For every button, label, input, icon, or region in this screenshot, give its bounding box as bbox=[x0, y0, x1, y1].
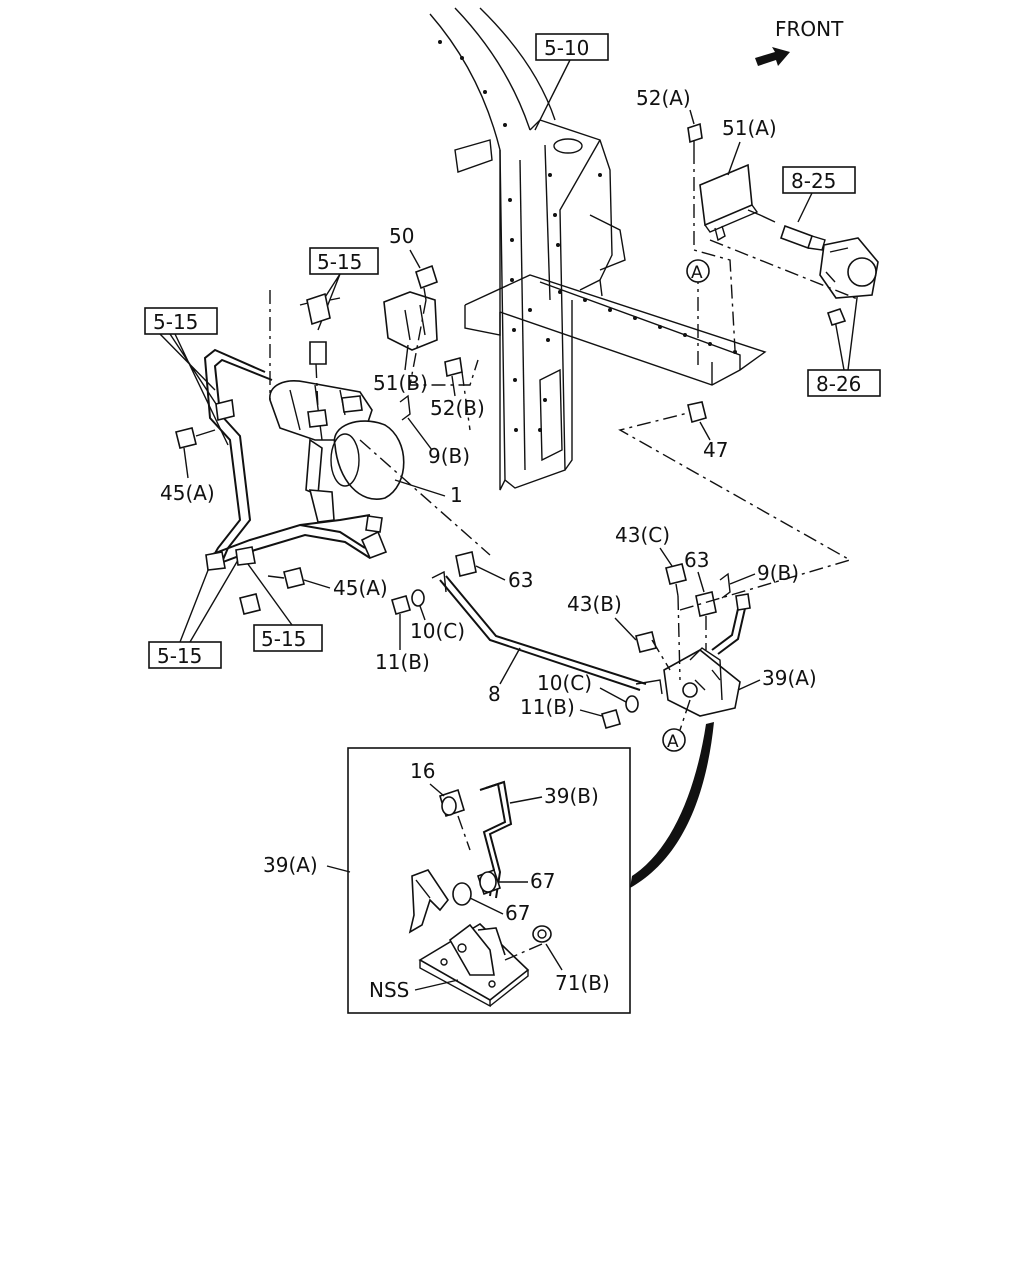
bushing-63-left bbox=[455, 551, 477, 577]
fitting-5-15-top bbox=[299, 292, 341, 365]
front-arrow-icon bbox=[755, 47, 790, 66]
callout-9b-left: 9(B) bbox=[428, 444, 470, 468]
callouts: 52(A) 51(A) 50 51(B) 52(B) 9(B) 1 45(A) … bbox=[160, 86, 817, 752]
ref-5-15-bottom-label: 5-15 bbox=[157, 644, 202, 668]
bushing-67-upper bbox=[476, 868, 502, 896]
callout-9b-right: 9(B) bbox=[757, 561, 799, 585]
callout-10c-right: 10(C) bbox=[537, 671, 592, 695]
callout-52a: 52(A) bbox=[636, 86, 691, 110]
circle-ref-a-lower: A bbox=[662, 728, 686, 752]
callout-43c: 43(C) bbox=[615, 523, 670, 547]
bolt-45a-upper bbox=[175, 427, 216, 449]
lever-assembly-39a bbox=[663, 593, 751, 717]
washer-10c-left bbox=[411, 589, 425, 607]
callout-8: 8 bbox=[488, 682, 501, 706]
front-label: FRONT bbox=[775, 17, 844, 41]
front-indicator: FRONT bbox=[755, 17, 844, 66]
ref-box-5-15-bottom: 5-15 bbox=[148, 559, 239, 669]
ref-8-26-label: 8-26 bbox=[816, 372, 861, 396]
bolt-52a bbox=[687, 122, 703, 150]
air-pipes bbox=[203, 348, 388, 571]
circle-ref-a-upper: A bbox=[686, 259, 710, 283]
bolt-50 bbox=[415, 264, 438, 301]
callout-39b: 39(B) bbox=[544, 784, 599, 808]
ref-5-15-mid-label: 5-15 bbox=[261, 627, 306, 651]
bolt-45a-lower bbox=[239, 567, 305, 615]
detail-pointer bbox=[630, 722, 714, 888]
bolt-43c bbox=[665, 563, 687, 597]
callout-a-upper: A bbox=[691, 263, 703, 283]
callout-45a-lower: 45(A) bbox=[333, 576, 388, 600]
detail-box: 16 39(B) 39(A) 67 67 NSS 71(B) bbox=[263, 747, 631, 1014]
clip-9b-right bbox=[719, 572, 731, 599]
ref-box-8-26: 8-26 bbox=[807, 289, 881, 397]
callout-16: 16 bbox=[410, 759, 435, 783]
pin-11b-left bbox=[391, 595, 411, 615]
ref-box-5-15-top: 5-15 bbox=[309, 247, 379, 331]
bolt-52b bbox=[444, 356, 463, 378]
ref-box-5-15-mid: 5-15 bbox=[244, 559, 323, 652]
callout-51a: 51(A) bbox=[722, 116, 777, 140]
ref-box-5-15-left: 5-15 bbox=[144, 307, 229, 446]
actuator-8-26 bbox=[819, 237, 879, 326]
callout-1: 1 bbox=[450, 483, 463, 507]
bracket-51a bbox=[699, 163, 759, 242]
callout-47: 47 bbox=[703, 438, 728, 462]
callout-45a-upper: 45(A) bbox=[160, 481, 215, 505]
callout-11b-left: 11(B) bbox=[375, 650, 430, 674]
ref-5-15-top-label: 5-15 bbox=[317, 250, 362, 274]
ref-box-8-25: 8-25 bbox=[782, 166, 856, 223]
callout-39a-detail: 39(A) bbox=[263, 853, 318, 877]
ref-5-15-left-label: 5-15 bbox=[153, 310, 198, 334]
callout-67-upper: 67 bbox=[530, 869, 555, 893]
ref-box-5-10: 5-10 bbox=[534, 33, 609, 131]
clip-71b bbox=[532, 925, 552, 943]
callout-43b: 43(B) bbox=[567, 592, 622, 616]
valve-assembly bbox=[269, 380, 405, 523]
callout-nss: NSS bbox=[369, 978, 409, 1002]
rod-8 bbox=[439, 575, 647, 691]
clip-9b-left bbox=[399, 394, 411, 421]
washer-10c-right bbox=[625, 695, 639, 713]
callout-63-right: 63 bbox=[684, 548, 709, 572]
base-bracket-nss bbox=[418, 922, 530, 1008]
switch-8-25 bbox=[747, 209, 826, 251]
callout-a-lower: A bbox=[667, 732, 679, 752]
callout-71b: 71(B) bbox=[555, 971, 610, 995]
frame-rail bbox=[429, 7, 626, 491]
callout-50: 50 bbox=[389, 224, 414, 248]
callout-52b: 52(B) bbox=[430, 396, 485, 420]
cross-member bbox=[464, 274, 767, 386]
nut-47 bbox=[687, 401, 707, 423]
ref-5-10-label: 5-10 bbox=[544, 36, 589, 60]
callout-51b: 51(B) bbox=[373, 371, 428, 395]
bracket-51b bbox=[383, 291, 438, 351]
pin-11b-right bbox=[601, 709, 621, 729]
callout-67-lower: 67 bbox=[505, 901, 530, 925]
ref-8-25-label: 8-25 bbox=[791, 169, 836, 193]
callout-39a-right: 39(A) bbox=[762, 666, 817, 690]
bushing-63-right bbox=[695, 591, 717, 617]
callout-63-left: 63 bbox=[508, 568, 533, 592]
bushing-67-lower bbox=[452, 882, 472, 906]
bushing-16 bbox=[439, 788, 465, 818]
callout-10c-left: 10(C) bbox=[410, 619, 465, 643]
callout-11b-right: 11(B) bbox=[520, 695, 575, 719]
lever-arm bbox=[408, 869, 449, 934]
